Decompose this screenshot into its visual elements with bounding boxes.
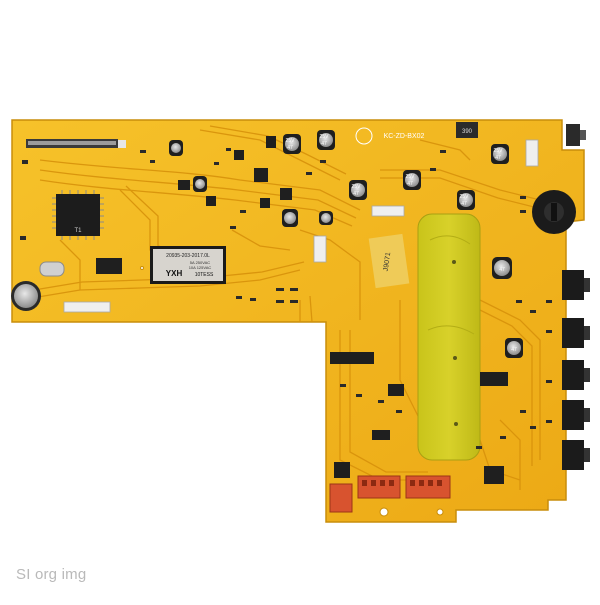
svg-text:390: 390 [462, 129, 473, 135]
inductor: 390 [456, 122, 478, 138]
capacitor-6: 25V 47 [491, 144, 509, 164]
svg-text:47: 47 [511, 347, 517, 353]
svg-text:47: 47 [499, 267, 505, 273]
svg-text:47: 47 [461, 201, 467, 207]
capacitor-4: 25V 47 [403, 170, 421, 190]
relay-rating-2: 10A 125VAC [189, 265, 212, 270]
relay: 20935-203-2017.0L YXH 10TESS 5A 250VAC 1… [150, 246, 226, 284]
relay-code: 20935-203-2017.0L [166, 253, 210, 259]
relay-rating-1: 5A 250VAC [190, 260, 210, 265]
chip-label: T1 [74, 228, 82, 234]
capacitor-7: 47 [492, 257, 512, 279]
green-copper-area [417, 213, 481, 461]
capacitor-2: 25V 47 [283, 134, 301, 154]
svg-text:47: 47 [287, 145, 293, 151]
svg-text:25V: 25V [406, 174, 416, 180]
svg-text:47: 47 [321, 141, 327, 147]
label-sticker: J9071 [368, 233, 410, 289]
capacitor-8: 47 [505, 338, 523, 358]
buzzer [532, 190, 576, 234]
capacitor-5: 25V 47 [457, 190, 475, 210]
svg-text:47: 47 [353, 191, 359, 197]
mounting-holes [140, 266, 444, 517]
capacitor-10 [169, 140, 183, 156]
board-id: KC-ZD-BX02 [355, 127, 425, 145]
capacitor-3: 25V 47 [349, 180, 367, 200]
capacitor-large-left [11, 281, 41, 311]
capacitor-12 [319, 211, 333, 225]
main-chip: T1 [52, 190, 104, 240]
relay-model: 10TESS [195, 272, 214, 278]
smd-components [20, 148, 552, 449]
secondary-chips [96, 136, 508, 484]
crystal-oscillator [39, 261, 65, 277]
svg-text:25V: 25V [352, 184, 362, 190]
capacitor-9 [282, 209, 298, 227]
svg-text:47: 47 [407, 181, 413, 187]
capacitor-11 [193, 176, 207, 192]
svg-text:25V: 25V [494, 148, 504, 154]
terminal-blocks [329, 462, 451, 513]
svg-text:25V: 25V [320, 134, 330, 140]
svg-text:47: 47 [495, 155, 501, 161]
svg-text:25V: 25V [460, 194, 470, 200]
pcb-board [11, 119, 585, 523]
svg-text:25V: 25V [286, 138, 296, 144]
svg-text:J9071: J9071 [383, 252, 393, 272]
white-connectors [63, 139, 539, 313]
relay-brand: YXH [166, 269, 183, 278]
side-switch [566, 124, 586, 146]
tactile-buttons [562, 270, 590, 470]
svg-text:KC-ZD-BX02: KC-ZD-BX02 [384, 133, 425, 140]
capacitor-1: 25V 47 [317, 130, 335, 150]
ribbon-connector [26, 139, 126, 148]
watermark-text: SI org img [16, 566, 87, 583]
electrolytic-capacitors: 25V 47 25V 47 25V 47 25V 47 25V 47 [11, 130, 523, 358]
